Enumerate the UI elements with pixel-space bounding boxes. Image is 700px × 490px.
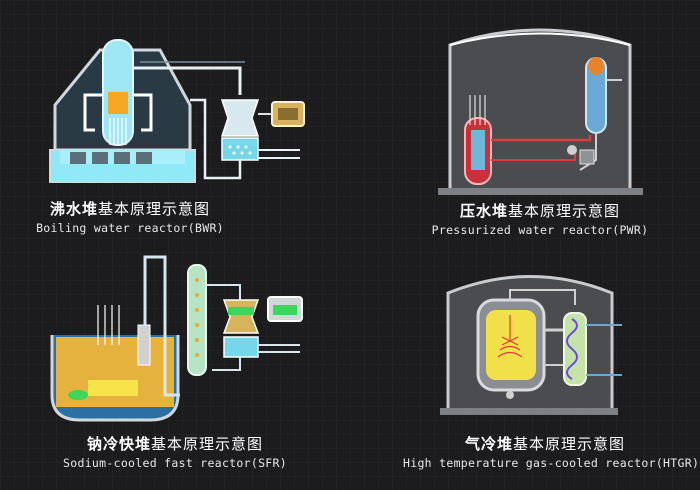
bwr-steam-line	[133, 66, 242, 95]
pwr-primary-loop	[491, 135, 592, 142]
sfr-diagram	[50, 255, 303, 422]
sfr-caption: 钠冷快堆基本原理示意图 Sodium-cooled fast reactor(S…	[45, 433, 305, 470]
sfr-panel: 钠冷快堆基本原理示意图 Sodium-cooled fast reactor(S…	[0, 245, 350, 490]
htgr-panel: 气冷堆基本原理示意图 High temperature gas-cooled r…	[350, 245, 700, 490]
bwr-panel: 沸水堆基本原理示意图 Boiling water reactor(BWR)	[0, 0, 350, 245]
bwr-diagram	[49, 39, 305, 183]
sfr-turbine	[222, 299, 260, 334]
pwr-title-cn: 压水堆基本原理示意图	[459, 202, 621, 220]
bwr-turbine	[220, 99, 260, 137]
pwr-title-en: Pressurized water reactor(PWR)	[431, 223, 649, 237]
pwr-caption: 压水堆基本原理示意图 Pressurized water reactor(PWR…	[425, 200, 655, 237]
htgr-diagram	[440, 275, 622, 415]
bwr-condenser	[221, 137, 259, 161]
htgr-title-en: High temperature gas-cooled reactor(HTGR…	[403, 456, 700, 470]
sfr-heat-exchanger	[187, 264, 207, 376]
pwr-pump	[567, 145, 577, 155]
bwr-core	[108, 92, 128, 114]
bwr-title-en: Boiling water reactor(BWR)	[36, 221, 224, 235]
bwr-title-cn: 沸水堆基本原理示意图	[49, 200, 211, 218]
htgr-core	[486, 310, 536, 380]
pwr-panel: 压水堆基本原理示意图 Pressurized water reactor(PWR…	[350, 0, 700, 245]
sfr-title-en: Sodium-cooled fast reactor(SFR)	[63, 456, 287, 470]
htgr-caption: 气冷堆基本原理示意图 High temperature gas-cooled r…	[395, 433, 700, 470]
sfr-condenser	[223, 336, 259, 358]
bwr-caption: 沸水堆基本原理示意图 Boiling water reactor(BWR)	[30, 198, 230, 235]
sfr-title-cn: 钠冷快堆基本原理示意图	[86, 435, 264, 453]
pwr-diagram	[438, 28, 643, 195]
htgr-title-cn: 气冷堆基本原理示意图	[464, 435, 626, 453]
htgr-blower	[506, 391, 514, 399]
